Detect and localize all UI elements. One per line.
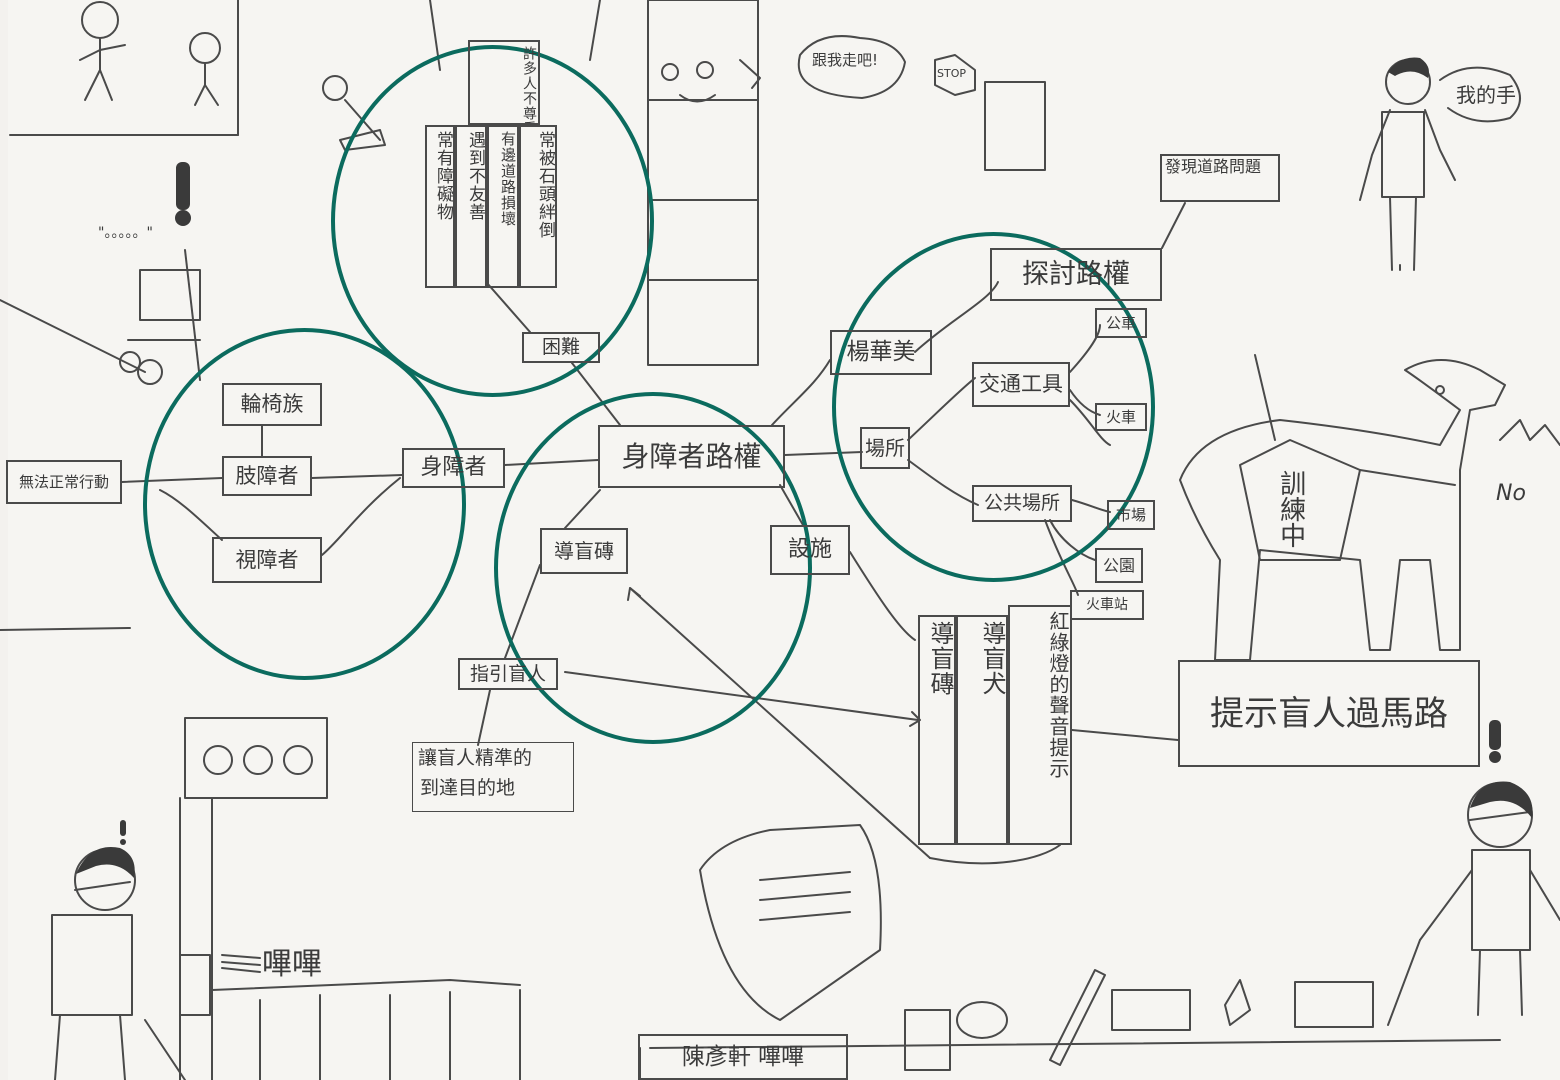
node-park: 公園 — [1095, 548, 1143, 583]
stop-sketch — [740, 36, 1045, 170]
facility-col-signal-sound: 紅綠燈的聲音提示 — [1008, 605, 1072, 845]
wheelchair-drawing — [0, 250, 200, 384]
node-train: 火車 — [1095, 403, 1147, 431]
guide-note-frame — [412, 742, 574, 812]
guide-dog-drawing — [1180, 355, 1560, 660]
signature-label: 陳彥軒 嗶嗶 — [638, 1034, 848, 1080]
speech-bubble-follow: 跟我走吧! — [812, 52, 878, 69]
node-venue: 場所 — [860, 427, 910, 469]
node-train-station: 火車站 — [1070, 590, 1144, 620]
difficulty-top-note: 許多人不尊重 — [468, 40, 540, 125]
node-disabled: 身障者 — [402, 448, 505, 488]
explore-note: 發現道路問題 — [1160, 154, 1280, 202]
ellipsis-text: "。。。。。" — [98, 226, 153, 241]
blind-person-right-drawing — [1388, 783, 1560, 1025]
node-transport: 交通工具 — [972, 362, 1070, 407]
stick-figures-drawing — [10, 0, 385, 150]
facility-col-tactile: 導盲磚 — [918, 615, 956, 845]
node-wheelchair: 輪椅族 — [222, 383, 322, 426]
node-limb-disabled: 肢障者 — [222, 456, 312, 496]
node-difficulty: 困難 — [522, 332, 600, 363]
node-facility: 設施 — [770, 525, 850, 575]
dog-vest-text: 訓練中 — [1276, 470, 1305, 548]
node-center: 身障者路權 — [598, 425, 785, 488]
stop-sign-text: STOP — [937, 68, 966, 80]
node-limb-note: 無法正常行動 — [6, 460, 122, 504]
node-market: 市場 — [1107, 500, 1155, 530]
difficulty-col-3: 有邊道路損壞 — [487, 125, 519, 288]
node-explore-rights: 探討路權 — [990, 248, 1162, 301]
difficulty-col-4: 常被石頭絆倒 — [519, 125, 557, 288]
node-public-place: 公共場所 — [972, 485, 1072, 522]
node-bus: 公車 — [1095, 308, 1147, 338]
node-cross-road: 提示盲人過馬路 — [1178, 660, 1480, 767]
node-guide-blind: 指引盲人 — [458, 658, 558, 690]
no-text: No — [1496, 482, 1526, 506]
node-visually-impaired: 視障者 — [212, 537, 322, 583]
node-yang-huamei: 楊華美 — [830, 330, 932, 375]
facility-col-guide-dog: 導盲犬 — [956, 615, 1008, 845]
beep-text: 嗶嗶 — [262, 948, 322, 981]
difficulty-col-2: 遇到不友善 — [455, 125, 487, 288]
node-tactile-paving: 導盲磚 — [540, 528, 628, 574]
speech-bubble-hand: 我的手 — [1456, 84, 1516, 106]
blind-person-left-drawing — [52, 850, 185, 1080]
difficulty-col-1: 常有障礙物 — [425, 125, 455, 288]
